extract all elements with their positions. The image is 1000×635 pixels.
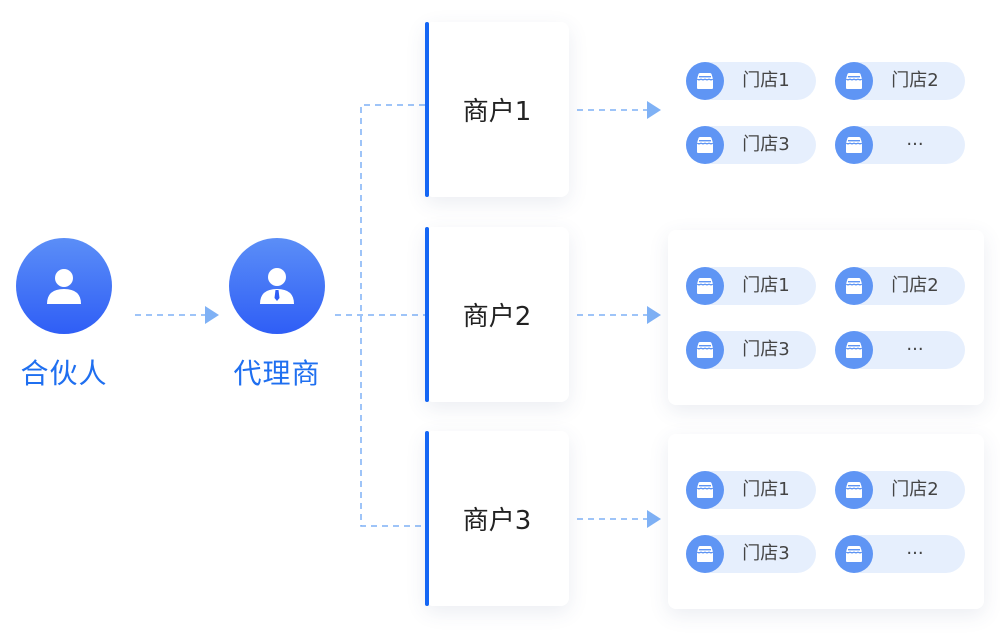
store-label: 门店3 <box>742 339 790 360</box>
store-label: 门店1 <box>742 70 790 91</box>
store-label: 门店2 <box>891 479 939 500</box>
store-label: ··· <box>906 134 924 155</box>
store-label: ··· <box>906 339 924 360</box>
store-item[interactable]: 门店1 <box>686 267 816 305</box>
store-item[interactable]: 门店1 <box>686 62 816 100</box>
storefront-icon <box>835 471 873 509</box>
store-group-3 <box>668 434 984 609</box>
store-label: 门店2 <box>891 70 939 91</box>
accent-bar <box>425 22 429 197</box>
agent-node: 代理商 <box>217 238 337 392</box>
store-item[interactable]: ··· <box>835 331 965 369</box>
merchant-card-1[interactable]: 商户1 <box>425 22 569 197</box>
store-label: ··· <box>906 543 924 564</box>
store-group-2 <box>668 230 984 405</box>
accent-bar <box>425 431 429 606</box>
store-item[interactable]: 门店3 <box>686 331 816 369</box>
merchant-card-2[interactable]: 商户2 <box>425 227 569 402</box>
arrowhead <box>205 306 219 324</box>
storefront-icon <box>835 62 873 100</box>
storefront-icon <box>835 535 873 573</box>
storefront-icon <box>835 126 873 164</box>
partner-node: 合伙人 <box>4 238 124 392</box>
merchant-card-3[interactable]: 商户3 <box>425 431 569 606</box>
store-item[interactable]: 门店2 <box>835 267 965 305</box>
person-icon <box>16 238 112 334</box>
store-item[interactable]: ··· <box>835 126 965 164</box>
storefront-icon <box>835 267 873 305</box>
arrowhead <box>647 510 661 528</box>
store-item[interactable]: ··· <box>835 535 965 573</box>
arrowhead <box>647 101 661 119</box>
merchant-name: 商户3 <box>462 506 532 536</box>
storefront-icon <box>835 331 873 369</box>
store-label: 门店1 <box>742 275 790 296</box>
store-item[interactable]: 门店3 <box>686 535 816 573</box>
store-item[interactable]: 门店2 <box>835 471 965 509</box>
store-label: 门店3 <box>742 134 790 155</box>
store-label: 门店2 <box>891 275 939 296</box>
merchant-name: 商户2 <box>462 302 532 332</box>
agent-label: 代理商 <box>233 357 321 390</box>
partner-label: 合伙人 <box>20 357 108 390</box>
businessman-icon <box>229 238 325 334</box>
arrowhead <box>647 306 661 324</box>
storefront-icon <box>686 267 724 305</box>
merchant-name: 商户1 <box>462 97 532 127</box>
accent-bar <box>425 227 429 402</box>
store-item[interactable]: 门店2 <box>835 62 965 100</box>
store-group-1 <box>668 22 984 197</box>
store-label: 门店3 <box>742 543 790 564</box>
store-item[interactable]: 门店3 <box>686 126 816 164</box>
store-label: 门店1 <box>742 479 790 500</box>
storefront-icon <box>686 62 724 100</box>
storefront-icon <box>686 535 724 573</box>
storefront-icon <box>686 331 724 369</box>
store-item[interactable]: 门店1 <box>686 471 816 509</box>
bracket-line <box>360 104 425 527</box>
storefront-icon <box>686 126 724 164</box>
storefront-icon <box>686 471 724 509</box>
